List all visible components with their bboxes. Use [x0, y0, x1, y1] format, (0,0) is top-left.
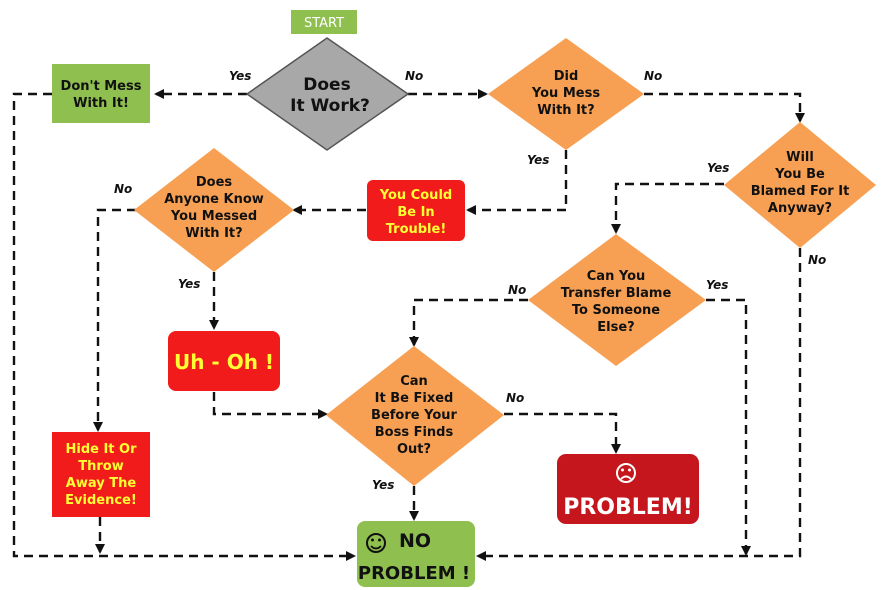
start-node: START [291, 10, 357, 34]
edge-anyone-no [93, 208, 136, 432]
start-label: START [304, 16, 344, 31]
decision-transfer-blame: Can You Transfer Blame To Someone Else? [528, 234, 706, 366]
decision-orange-shape [528, 234, 706, 366]
problem-rect [557, 454, 699, 524]
did-mess-line3: With It? [537, 103, 594, 118]
problem-label: PROBLEM! [563, 495, 693, 520]
sad-face-icon [616, 463, 636, 483]
trouble-line2: Be In [397, 205, 434, 220]
decision-gray-shape [245, 37, 410, 151]
fixed-line5: Out? [397, 442, 431, 457]
dont-mess-rect [52, 64, 150, 123]
fixed-line3: Before Your [371, 408, 457, 423]
decision-orange-shape [134, 148, 294, 272]
edge-label-no: No [114, 182, 132, 196]
fixed-line1: Can [400, 374, 428, 389]
fixed-line2: It Be Fixed [375, 391, 454, 406]
does-it-work-line1: Does [303, 75, 350, 95]
edge-label-no: No [508, 283, 526, 297]
trouble-rect [367, 180, 465, 241]
decision-can-be-fixed: Can It Be Fixed Before Your Boss Finds O… [326, 346, 504, 486]
smiley-face-icon [366, 533, 386, 553]
edge-label-yes: Yes [178, 277, 200, 291]
anyone-know-line4: With It? [185, 226, 242, 241]
trouble-line1: You Could [379, 188, 452, 203]
will-blamed-line4: Anyway? [768, 201, 832, 216]
edge-dontmess-noproblem [12, 92, 356, 561]
edge-label-no: No [808, 253, 826, 267]
edge-label-yes: Yes [707, 161, 729, 175]
anyone-know-line3: You Messed [170, 209, 257, 224]
edge-transfer-no [409, 298, 528, 347]
hide-line1: Hide It Or [65, 442, 137, 457]
dont-mess-line1: Don't Mess [61, 79, 142, 94]
will-blamed-line3: Blamed For It [751, 184, 850, 199]
decision-orange-shape [326, 346, 504, 486]
anyone-know-line1: Does [196, 175, 233, 190]
no-problem-rect [357, 521, 475, 587]
trouble-line3: Trouble! [386, 222, 447, 237]
decision-orange-shape [724, 122, 876, 248]
uh-oh-label: Uh - Oh ! [174, 350, 274, 374]
decision-did-you-mess: Did You Mess With It? [488, 38, 644, 150]
edge-fixed-no [504, 412, 621, 454]
connectors [12, 89, 805, 561]
no-problem-line1: NO [399, 530, 431, 552]
transfer-line2: Transfer Blame [561, 286, 672, 301]
decision-anyone-know: Does Anyone Know You Messed With It? [134, 148, 294, 272]
dont-mess-line2: With It! [73, 96, 129, 111]
decision-will-blamed: Will You Be Blamed For It Anyway? [724, 122, 876, 248]
will-blamed-line1: Will [786, 150, 814, 165]
fixed-line4: Boss Finds [375, 425, 454, 440]
hide-it-rect [52, 432, 150, 517]
edge-uhoh-fixed [212, 392, 328, 419]
edge-label-yes: Yes [372, 478, 394, 492]
decision-orange-shape [488, 38, 644, 150]
box-uh-oh: Uh - Oh ! [168, 331, 280, 391]
box-no-problem: NO PROBLEM ! [357, 521, 475, 587]
anyone-know-line2: Anyone Know [164, 192, 264, 207]
edge-label-no: No [405, 69, 423, 83]
edge-mess-yes [466, 150, 568, 215]
uh-oh-rect [168, 331, 280, 391]
transfer-line3: To Someone [572, 303, 660, 318]
box-could-be-trouble: You Could Be In Trouble! [367, 180, 465, 241]
edge-labels: Yes No No Yes Yes No No Yes No Yes No Ye… [114, 69, 826, 492]
decision-does-it-work: Does It Work? [245, 37, 410, 151]
box-problem: PROBLEM! [557, 454, 699, 524]
start-box [291, 10, 357, 34]
edge-blamed-no [476, 248, 802, 561]
no-problem-line2: PROBLEM ! [358, 563, 470, 584]
hide-line4: Evidence! [65, 493, 137, 508]
edge-label-no: No [506, 391, 524, 405]
did-mess-line2: You Mess [531, 86, 600, 101]
edge-label-no: No [644, 69, 662, 83]
hide-line2: Throw [78, 459, 123, 474]
edge-label-yes: Yes [706, 278, 728, 292]
edge-transfer-yes [706, 298, 751, 556]
edge-blamed-yes [611, 182, 724, 234]
transfer-line1: Can You [587, 269, 646, 284]
box-dont-mess: Don't Mess With It! [52, 64, 150, 123]
edge-label-yes: Yes [527, 153, 549, 167]
edge-label-yes: Yes [229, 69, 251, 83]
will-blamed-line2: You Be [774, 167, 825, 182]
does-it-work-line2: It Work? [290, 96, 370, 116]
edge-mess-no [644, 92, 805, 123]
hide-line3: Away The [66, 476, 137, 491]
transfer-line4: Else? [597, 320, 634, 335]
box-hide-it: Hide It Or Throw Away The Evidence! [52, 432, 150, 517]
did-mess-line1: Did [554, 69, 579, 84]
